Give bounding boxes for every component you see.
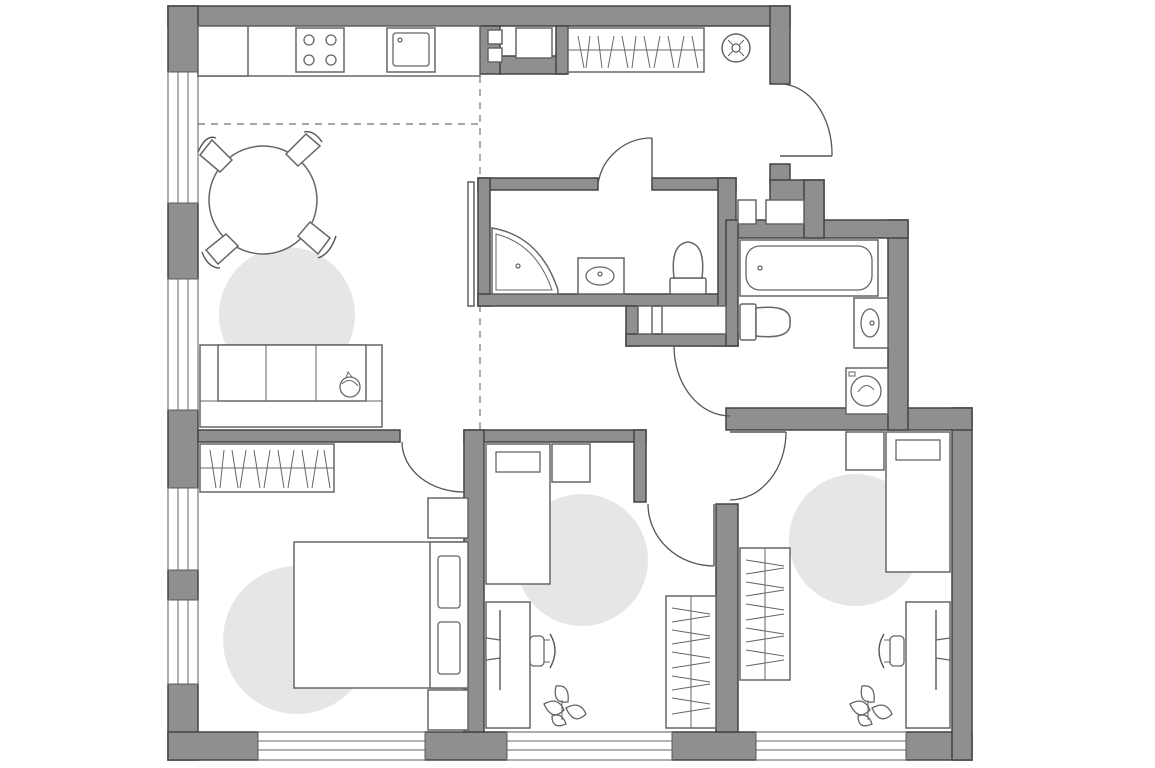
pantry-box <box>515 27 553 59</box>
dining-chair <box>284 131 323 168</box>
washbasin-icon <box>577 257 625 295</box>
exterior-walls <box>167 5 973 761</box>
kids-room-1-wardrobe <box>665 595 717 729</box>
washing-machine-icon <box>845 367 889 415</box>
window-left-2 <box>167 278 199 411</box>
sofa <box>199 344 383 428</box>
bedroom-wardrobe <box>199 443 335 493</box>
entrance-door <box>779 83 833 157</box>
windows <box>167 71 907 761</box>
kids-room-1-desk <box>485 601 556 729</box>
office-chair-icon <box>878 633 905 669</box>
utility-cabinet <box>765 199 805 225</box>
dining-chair <box>197 136 234 174</box>
bathtub-icon <box>739 239 879 297</box>
pillow <box>437 555 461 609</box>
pillow <box>437 621 461 675</box>
dining-chair <box>201 232 240 269</box>
toilet-icon <box>669 241 707 295</box>
kids-room-2-nightstand <box>845 431 885 471</box>
dining-table <box>197 131 337 269</box>
bedroom-door <box>401 441 465 493</box>
sliding-door <box>467 181 475 307</box>
kids-room-2-desk <box>878 601 951 729</box>
window-left-3 <box>167 487 199 571</box>
kids-room-1-door <box>647 503 715 567</box>
window-left-1 <box>167 71 199 204</box>
stove-icon <box>295 27 345 73</box>
office-chair-icon <box>529 633 556 669</box>
interior-walls <box>197 25 739 733</box>
boiler-icon <box>721 33 751 63</box>
kids-room-2-door <box>729 431 787 501</box>
kids-room-2-bed <box>885 431 951 573</box>
dining-chair <box>296 220 337 259</box>
plant-icon <box>543 685 587 727</box>
kids-room-2-wardrobe <box>739 547 791 681</box>
wc-door <box>597 137 653 185</box>
zone-dividers <box>198 76 481 430</box>
double-bed <box>293 541 469 689</box>
doors <box>401 83 833 567</box>
bathroom-door <box>673 345 731 417</box>
toilet-icon <box>739 303 791 341</box>
kids-room-1-bed <box>485 443 551 585</box>
window-bottom-kids1 <box>506 731 673 761</box>
hall-wardrobe <box>567 27 705 73</box>
kids-room-1-nightstand <box>551 443 591 483</box>
washbasin-icon <box>853 297 889 349</box>
window-bottom-bedroom <box>257 731 426 761</box>
nightstand <box>427 497 469 539</box>
window-left-4 <box>167 599 199 685</box>
fridge <box>197 25 249 77</box>
window-bottom-kids2 <box>755 731 907 761</box>
cat-icon <box>339 370 361 398</box>
sink-icon <box>386 27 436 73</box>
shower-icon <box>491 227 559 295</box>
kitchen <box>197 25 553 77</box>
nightstand <box>427 689 469 731</box>
utility-cabinet <box>661 305 727 335</box>
plant-icon <box>849 685 893 727</box>
